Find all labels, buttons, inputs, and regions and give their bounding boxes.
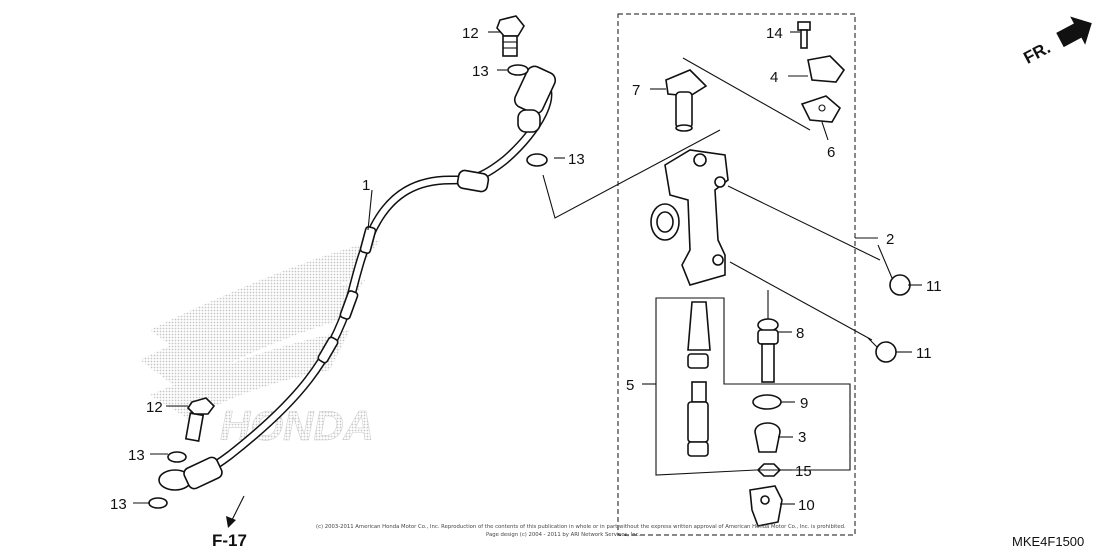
assembly-frame: [617, 13, 856, 536]
callout-13-lower[interactable]: 13: [128, 447, 145, 464]
callout-1[interactable]: 1: [362, 177, 370, 194]
section-reference[interactable]: F-17: [212, 495, 247, 550]
banjo-bolt-lower[interactable]: [184, 397, 216, 442]
callout-2[interactable]: 2: [886, 231, 894, 248]
callout-4[interactable]: 4: [770, 69, 778, 86]
push-rod[interactable]: [757, 290, 779, 383]
callout-13-bottom[interactable]: 13: [110, 496, 127, 513]
direction-label: FR.: [1020, 38, 1053, 68]
sealing-washer-2[interactable]: [526, 153, 548, 167]
callout-8[interactable]: 8: [796, 325, 804, 342]
sealing-washer-1[interactable]: [507, 64, 529, 76]
diaphragm-plate[interactable]: [800, 95, 842, 123]
brake-hose[interactable]: [158, 64, 558, 491]
circlip[interactable]: [752, 394, 782, 410]
front-direction-indicator: FR.: [1020, 16, 1092, 68]
callout-11-upper[interactable]: 11: [926, 278, 942, 295]
honda-wing-watermark: HONDA: [140, 240, 380, 449]
callout-12-upper[interactable]: 12: [462, 25, 479, 42]
copyright-line-2: Page design (c) 2004 - 2011 by ARI Netwo…: [486, 532, 640, 538]
push-rod-clevis[interactable]: [749, 485, 783, 527]
callout-15[interactable]: 15: [795, 463, 812, 480]
boot[interactable]: [754, 422, 781, 453]
reservoir-cap[interactable]: [807, 55, 846, 83]
diagram-code: MKE4F1500: [1012, 534, 1084, 549]
callout-9[interactable]: 9: [800, 395, 808, 412]
piston-set[interactable]: [687, 301, 711, 457]
flange-bolt-upper[interactable]: [877, 244, 911, 296]
flange-bolt-lower[interactable]: [867, 337, 897, 363]
callout-7[interactable]: 7: [632, 82, 640, 99]
sealing-washer-3[interactable]: [167, 451, 187, 463]
callout-13-top[interactable]: 13: [472, 63, 489, 80]
sealing-washer-4[interactable]: [148, 497, 168, 509]
section-ref-label[interactable]: F-17: [212, 531, 247, 550]
callout-6[interactable]: 6: [827, 144, 835, 161]
callout-3[interactable]: 3: [798, 429, 806, 446]
copyright-line-1: (c) 2003-2011 American Honda Motor Co., …: [316, 524, 846, 530]
callout-13-mid[interactable]: 13: [568, 151, 585, 168]
reservoir-joint[interactable]: [665, 69, 708, 132]
leader-lines: [133, 31, 922, 505]
master-cylinder-body[interactable]: [650, 149, 729, 286]
banjo-bolt-upper[interactable]: [496, 15, 525, 57]
callout-14[interactable]: 14: [766, 25, 783, 42]
cap-screw[interactable]: [797, 21, 811, 49]
callout-11-lower[interactable]: 11: [916, 345, 932, 362]
callout-10[interactable]: 10: [798, 497, 815, 514]
callout-5[interactable]: 5: [626, 377, 634, 394]
callout-12-lower[interactable]: 12: [146, 399, 163, 416]
